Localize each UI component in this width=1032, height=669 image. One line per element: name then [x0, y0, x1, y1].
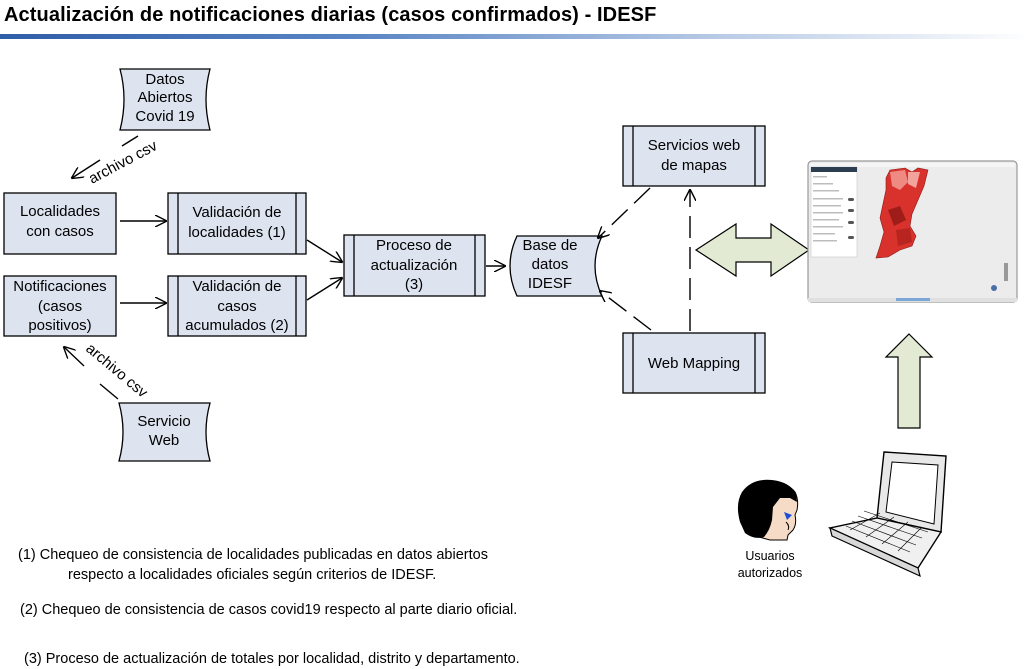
notificaciones-node: Notificaciones (casos positivos): [3, 275, 117, 337]
validacion-casos-node: Validación de casos acumulados (2): [167, 275, 307, 337]
servicios-web-line-1: Servicios web: [648, 137, 741, 154]
edge-servicios-base: [598, 187, 651, 238]
validacion-casos-line-3: acumulados (2): [185, 317, 288, 334]
base-datos-line-3: IDESF: [528, 275, 572, 292]
laptop-icon: [827, 451, 947, 578]
web-mapping-node: Web Mapping: [622, 332, 766, 394]
note-1-line-1: (1) Chequeo de consistencia de localidad…: [18, 547, 488, 563]
proceso-line-2: actualización: [371, 257, 458, 274]
edge-csv-bottom-seg-1: [99, 383, 119, 400]
dashed-connectors: [598, 187, 690, 331]
up-arrow-icon: [884, 333, 934, 429]
base-datos-line-2: datos: [532, 256, 569, 273]
datos-abiertos-node: Datos Abiertos Covid 19: [119, 68, 211, 131]
validacion-localidades-line-1: Validación de: [193, 204, 282, 221]
edge-webmapping-base: [600, 291, 652, 331]
note-1-line-2: respecto a localidades oficiales según c…: [68, 567, 437, 583]
map-screenshot: [807, 160, 1018, 303]
servicios-web-node: Servicios web de mapas: [622, 125, 766, 187]
servicio-web-node: Servicio Web: [118, 402, 211, 462]
solid-connectors: [64, 135, 505, 400]
web-mapping-line-1: Web Mapping: [648, 355, 740, 372]
edge-validacion-casos-proceso: [306, 278, 342, 301]
localidades-line-2: con casos: [26, 223, 94, 240]
localidades-line-1: Localidades: [20, 203, 100, 220]
users-label-line-1: Usuarios: [745, 549, 795, 563]
note-3: (3) Proceso de actualización de totales …: [24, 651, 520, 667]
validacion-casos-line-2: casos: [217, 298, 256, 315]
base-datos-node: Base de datos IDESF: [509, 235, 604, 297]
user-icon: [737, 479, 799, 541]
notificaciones-line-2: (casos: [38, 298, 82, 315]
edge-validacion-loc-proceso: [306, 239, 342, 262]
validacion-casos-line-1: Validación de: [193, 278, 282, 295]
proceso-line-1: Proceso de: [376, 237, 452, 254]
servicio-web-line-2: Web: [149, 432, 180, 449]
datos-abiertos-line-1: Datos: [145, 71, 184, 88]
notificaciones-line-1: Notificaciones: [13, 278, 106, 295]
proceso-node: Proceso de actualización (3): [343, 234, 486, 297]
csv-bottom-label: archivo csv: [82, 340, 151, 402]
page-title: Actualización de notificaciones diarias …: [4, 4, 657, 26]
note-2: (2) Chequeo de consistencia de casos cov…: [20, 602, 518, 618]
double-arrow-icon: [694, 222, 811, 278]
servicio-web-line-1: Servicio: [137, 413, 190, 430]
map-region-shape: [875, 167, 929, 259]
notificaciones-line-3: positivos): [28, 317, 91, 334]
edge-csv-bottom-seg-2: [64, 347, 85, 367]
base-datos-line-1: Base de: [522, 237, 577, 254]
validacion-localidades-node: Validación de localidades (1): [167, 192, 307, 255]
datos-abiertos-line-2: Abiertos: [137, 89, 192, 106]
edge-csv-top-seg-2: [72, 159, 101, 178]
users-label: Usuarios autorizados: [720, 548, 820, 582]
datos-abiertos-line-3: Covid 19: [135, 108, 194, 125]
validacion-localidades-line-2: localidades (1): [188, 224, 286, 241]
servicios-web-line-2: de mapas: [661, 157, 727, 174]
proceso-line-3: (3): [405, 276, 423, 293]
title-underline: [0, 34, 1032, 39]
users-label-line-2: autorizados: [737, 566, 803, 580]
localidades-node: Localidades con casos: [3, 192, 117, 255]
edge-csv-top-seg-1: [121, 135, 139, 147]
